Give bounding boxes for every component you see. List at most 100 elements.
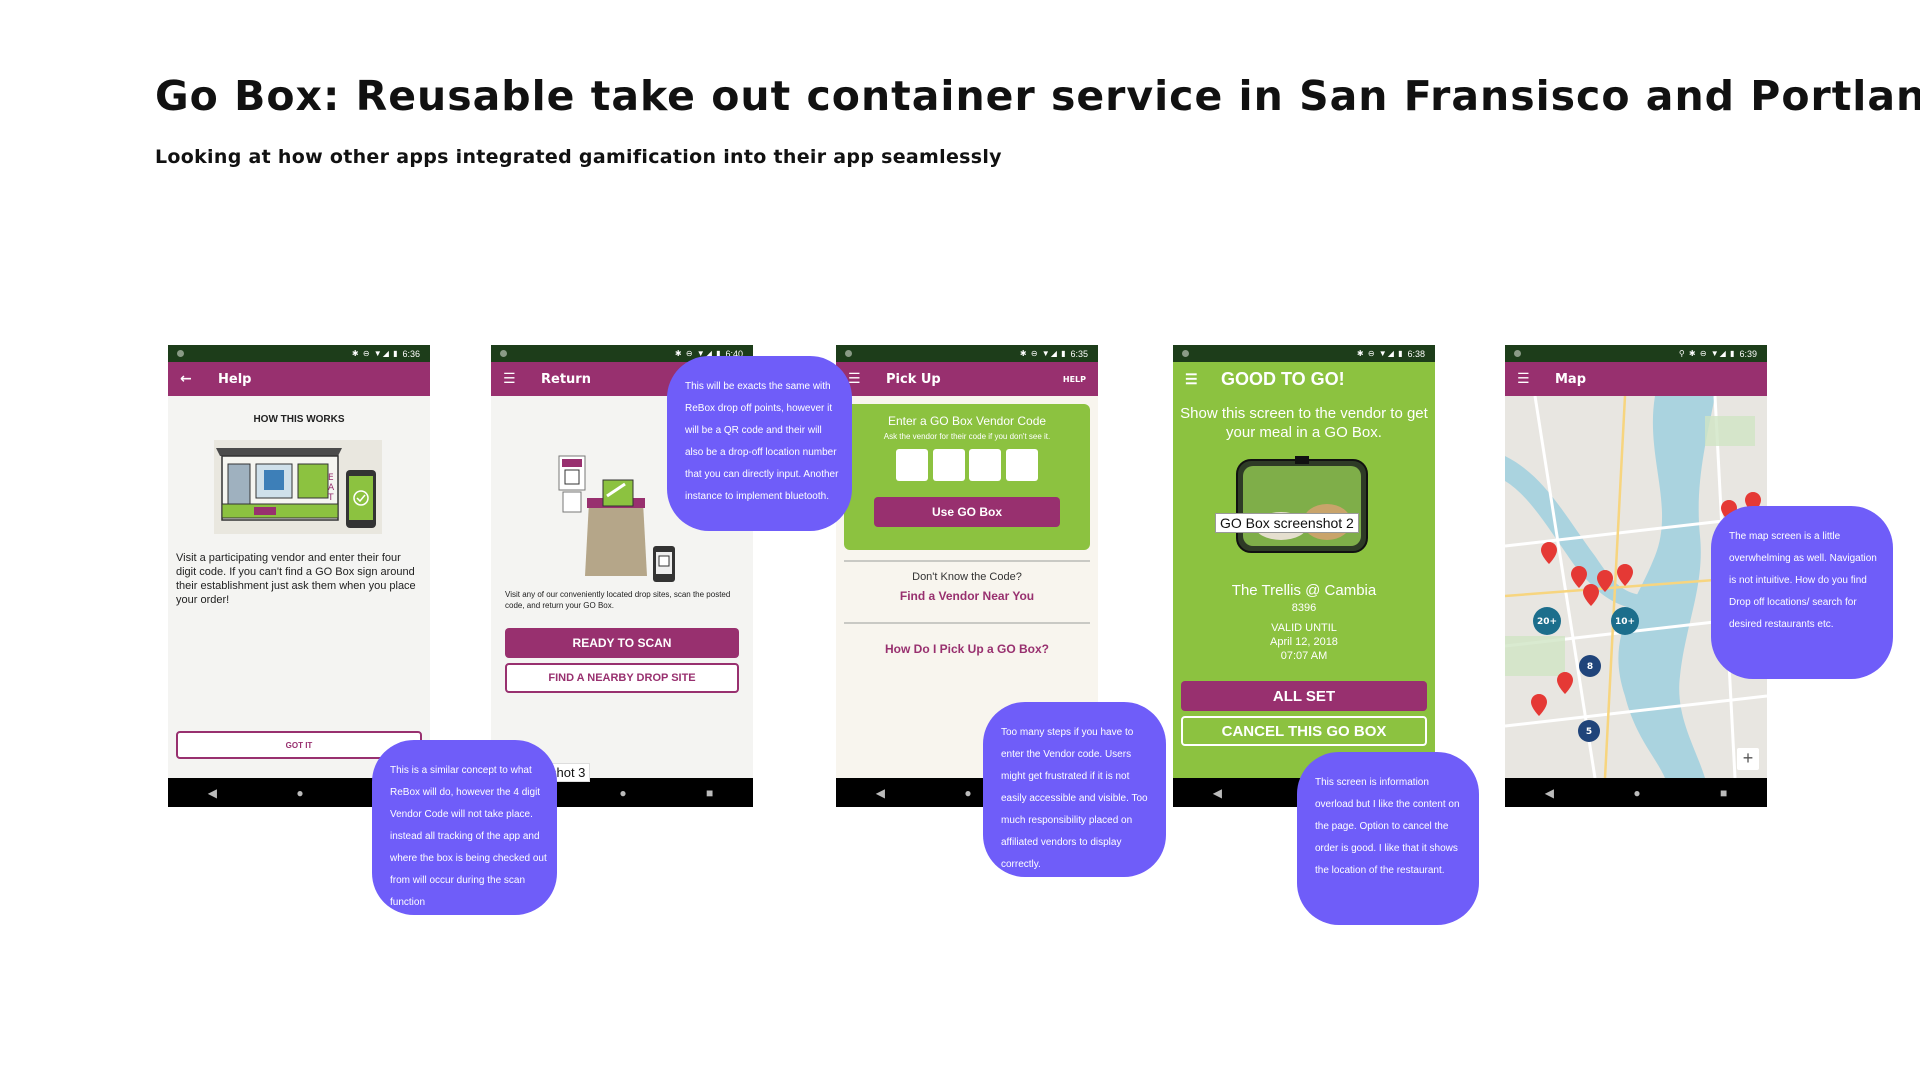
nav-back-icon[interactable]: ◀	[1212, 785, 1222, 800]
phone-help-screenshot: ✱ ⊖ ▼◢ ▮ 6:36 ← Help HOW THIS WORKS E A …	[168, 345, 430, 807]
divider	[844, 560, 1090, 562]
nav-home-icon[interactable]: ●	[964, 785, 972, 800]
screen-title: GOOD TO GO!	[1221, 368, 1345, 389]
menu-icon[interactable]: ☰	[1185, 370, 1198, 387]
nav-home-icon[interactable]: ●	[619, 785, 627, 800]
use-go-box-button[interactable]: Use GO Box	[874, 497, 1060, 527]
status-time: 6:35	[1070, 348, 1088, 359]
ready-to-scan-button[interactable]: READY TO SCAN	[505, 628, 739, 658]
good-to-go-screen: Show this screen to the vendor to get yo…	[1173, 396, 1435, 778]
status-time: 6:40	[725, 348, 743, 359]
svg-text:E: E	[328, 473, 334, 483]
app-bar: ← Help	[168, 362, 430, 396]
screen-title: Help	[218, 371, 252, 387]
notification-dot	[500, 350, 507, 357]
status-bar: ⚲ ✱ ⊖ ▼◢ ▮ 6:39	[1505, 345, 1767, 362]
dont-know-code-text: Don't Know the Code?	[912, 571, 1022, 583]
nav-home-icon[interactable]: ●	[1633, 785, 1641, 800]
cluster-label: 20+	[1537, 617, 1557, 627]
nav-recents-icon[interactable]: ■	[706, 785, 714, 800]
menu-icon[interactable]: ☰	[1517, 371, 1530, 387]
help-body-text: Visit a participating vendor and enter t…	[176, 552, 416, 606]
cluster-label: 10+	[1615, 617, 1635, 627]
status-bar: ✱ ⊖ ▼◢ ▮ 6:38	[1173, 345, 1435, 362]
status-icons: ✱ ⊖ ▼◢ ▮	[351, 349, 399, 358]
notification-dot	[1182, 350, 1189, 357]
back-arrow-icon[interactable]: ←	[180, 371, 192, 387]
find-drop-site-button[interactable]: FIND A NEARBY DROP SITE	[505, 663, 739, 693]
menu-icon[interactable]: ☰	[848, 371, 861, 387]
status-icons: ⚲ ✱ ⊖ ▼◢ ▮	[1678, 349, 1736, 358]
note-pickup-screen: Too many steps if you have to enter the …	[983, 702, 1166, 877]
status-icons: ✱ ⊖ ▼◢ ▮	[674, 349, 722, 358]
notification-dot	[1514, 350, 1521, 357]
menu-icon[interactable]: ☰	[503, 371, 516, 387]
status-bar: ✱ ⊖ ▼◢ ▮ 6:36	[168, 345, 430, 362]
find-vendor-link[interactable]: Find a Vendor Near You	[899, 589, 1035, 603]
return-body-text: Visit any of our conveniently located dr…	[505, 590, 731, 610]
nav-back-icon[interactable]: ◀	[875, 785, 885, 800]
notification-dot	[177, 350, 184, 357]
drop-site-illustration	[558, 455, 675, 582]
pickup-screen: Enter a GO Box Vendor Code Ask the vendo…	[836, 396, 1098, 778]
status-bar: ✱ ⊖ ▼◢ ▮ 6:35	[836, 345, 1098, 362]
status-icons: ✱ ⊖ ▼◢ ▮	[1356, 349, 1404, 358]
page-title: Go Box: Reusable take out container serv…	[155, 72, 1920, 120]
note-good-to-go-screen: This screen is information overload but …	[1297, 752, 1479, 925]
app-bar: ☰ Map	[1505, 362, 1767, 396]
vendor-code-card: Enter a GO Box Vendor Code Ask the vendo…	[844, 404, 1090, 550]
section-heading: HOW THIS WORKS	[253, 414, 345, 425]
note-map-screen: The map screen is a little overwhelming …	[1711, 506, 1893, 679]
note-return-screen: This will be exacts the same with ReBox …	[667, 356, 852, 531]
go-box-container-image	[1236, 456, 1368, 553]
nav-back-icon[interactable]: ◀	[207, 785, 217, 800]
status-bar: ✱ ⊖ ▼◢ ▮ 6:40	[491, 345, 753, 362]
restaurant-name: The Trellis @ Cambia	[1231, 582, 1377, 599]
cluster-label: 8	[1587, 662, 1593, 672]
note-help-screen: This is a similar concept to what ReBox …	[372, 740, 557, 915]
screenshot-caption: GO Box screenshot 2	[1215, 513, 1359, 533]
nav-recents-icon[interactable]: ■	[1720, 785, 1728, 800]
help-link[interactable]: HELP	[1062, 374, 1086, 384]
valid-until-label: VALID UNTIL	[1271, 622, 1337, 634]
svg-text:A: A	[328, 483, 335, 493]
help-screen: HOW THIS WORKS E A T Visit a participat	[168, 396, 430, 778]
cancel-go-box-button[interactable]: CANCEL THIS GO BOX	[1181, 716, 1427, 746]
instruction-text: Show this screen to the vendor to get yo…	[1180, 405, 1428, 441]
phone-return-screenshot: ✱ ⊖ ▼◢ ▮ 6:40 ☰ Return Visit any of our …	[491, 345, 753, 807]
screen-title: Map	[1555, 371, 1587, 387]
box-number: 8396	[1291, 602, 1317, 614]
screen-title: Pick Up	[886, 371, 941, 387]
notification-dot	[845, 350, 852, 357]
vendor-code-inputs	[896, 449, 1038, 481]
page-subtitle: Looking at how other apps integrated gam…	[155, 146, 1002, 168]
cluster-label: 5	[1586, 727, 1592, 737]
valid-until-block: VALID UNTIL April 12, 2018 07:07 AM	[1173, 621, 1435, 663]
phone-good-to-go-screenshot: ✱ ⊖ ▼◢ ▮ 6:38 ☰ GOOD TO GO! Show this sc…	[1173, 345, 1435, 807]
vendor-code-title: Enter a GO Box Vendor Code	[887, 414, 1047, 428]
code-digit-input[interactable]	[1005, 449, 1038, 481]
status-time: 6:38	[1407, 348, 1425, 359]
screen-title: Return	[541, 371, 591, 387]
android-nav-bar: ◀ ● ■	[1505, 778, 1767, 807]
code-digit-input[interactable]	[932, 449, 965, 481]
status-icons: ✱ ⊖ ▼◢ ▮	[1019, 349, 1067, 358]
status-time: 6:36	[402, 348, 420, 359]
vendor-code-hint: Ask the vendor for their code if you don…	[883, 432, 1051, 441]
svg-text:T: T	[327, 493, 334, 503]
divider	[844, 622, 1090, 624]
app-bar: ☰ GOOD TO GO!	[1173, 362, 1435, 396]
status-time: 6:39	[1739, 348, 1757, 359]
code-digit-input[interactable]	[969, 449, 1002, 481]
all-set-button[interactable]: ALL SET	[1181, 681, 1427, 711]
nav-back-icon[interactable]: ◀	[1544, 785, 1554, 800]
nav-home-icon[interactable]: ●	[296, 785, 304, 800]
valid-until-date: April 12, 2018	[1270, 636, 1338, 648]
storefront-illustration: E A T	[214, 440, 382, 534]
code-digit-input[interactable]	[896, 449, 928, 481]
app-bar: ☰ Pick Up HELP	[836, 362, 1098, 396]
valid-until-time: 07:07 AM	[1280, 650, 1328, 662]
how-to-pick-up-link[interactable]: How Do I Pick Up a GO Box?	[884, 642, 1050, 656]
zoom-in-button[interactable]: +	[1737, 748, 1759, 770]
